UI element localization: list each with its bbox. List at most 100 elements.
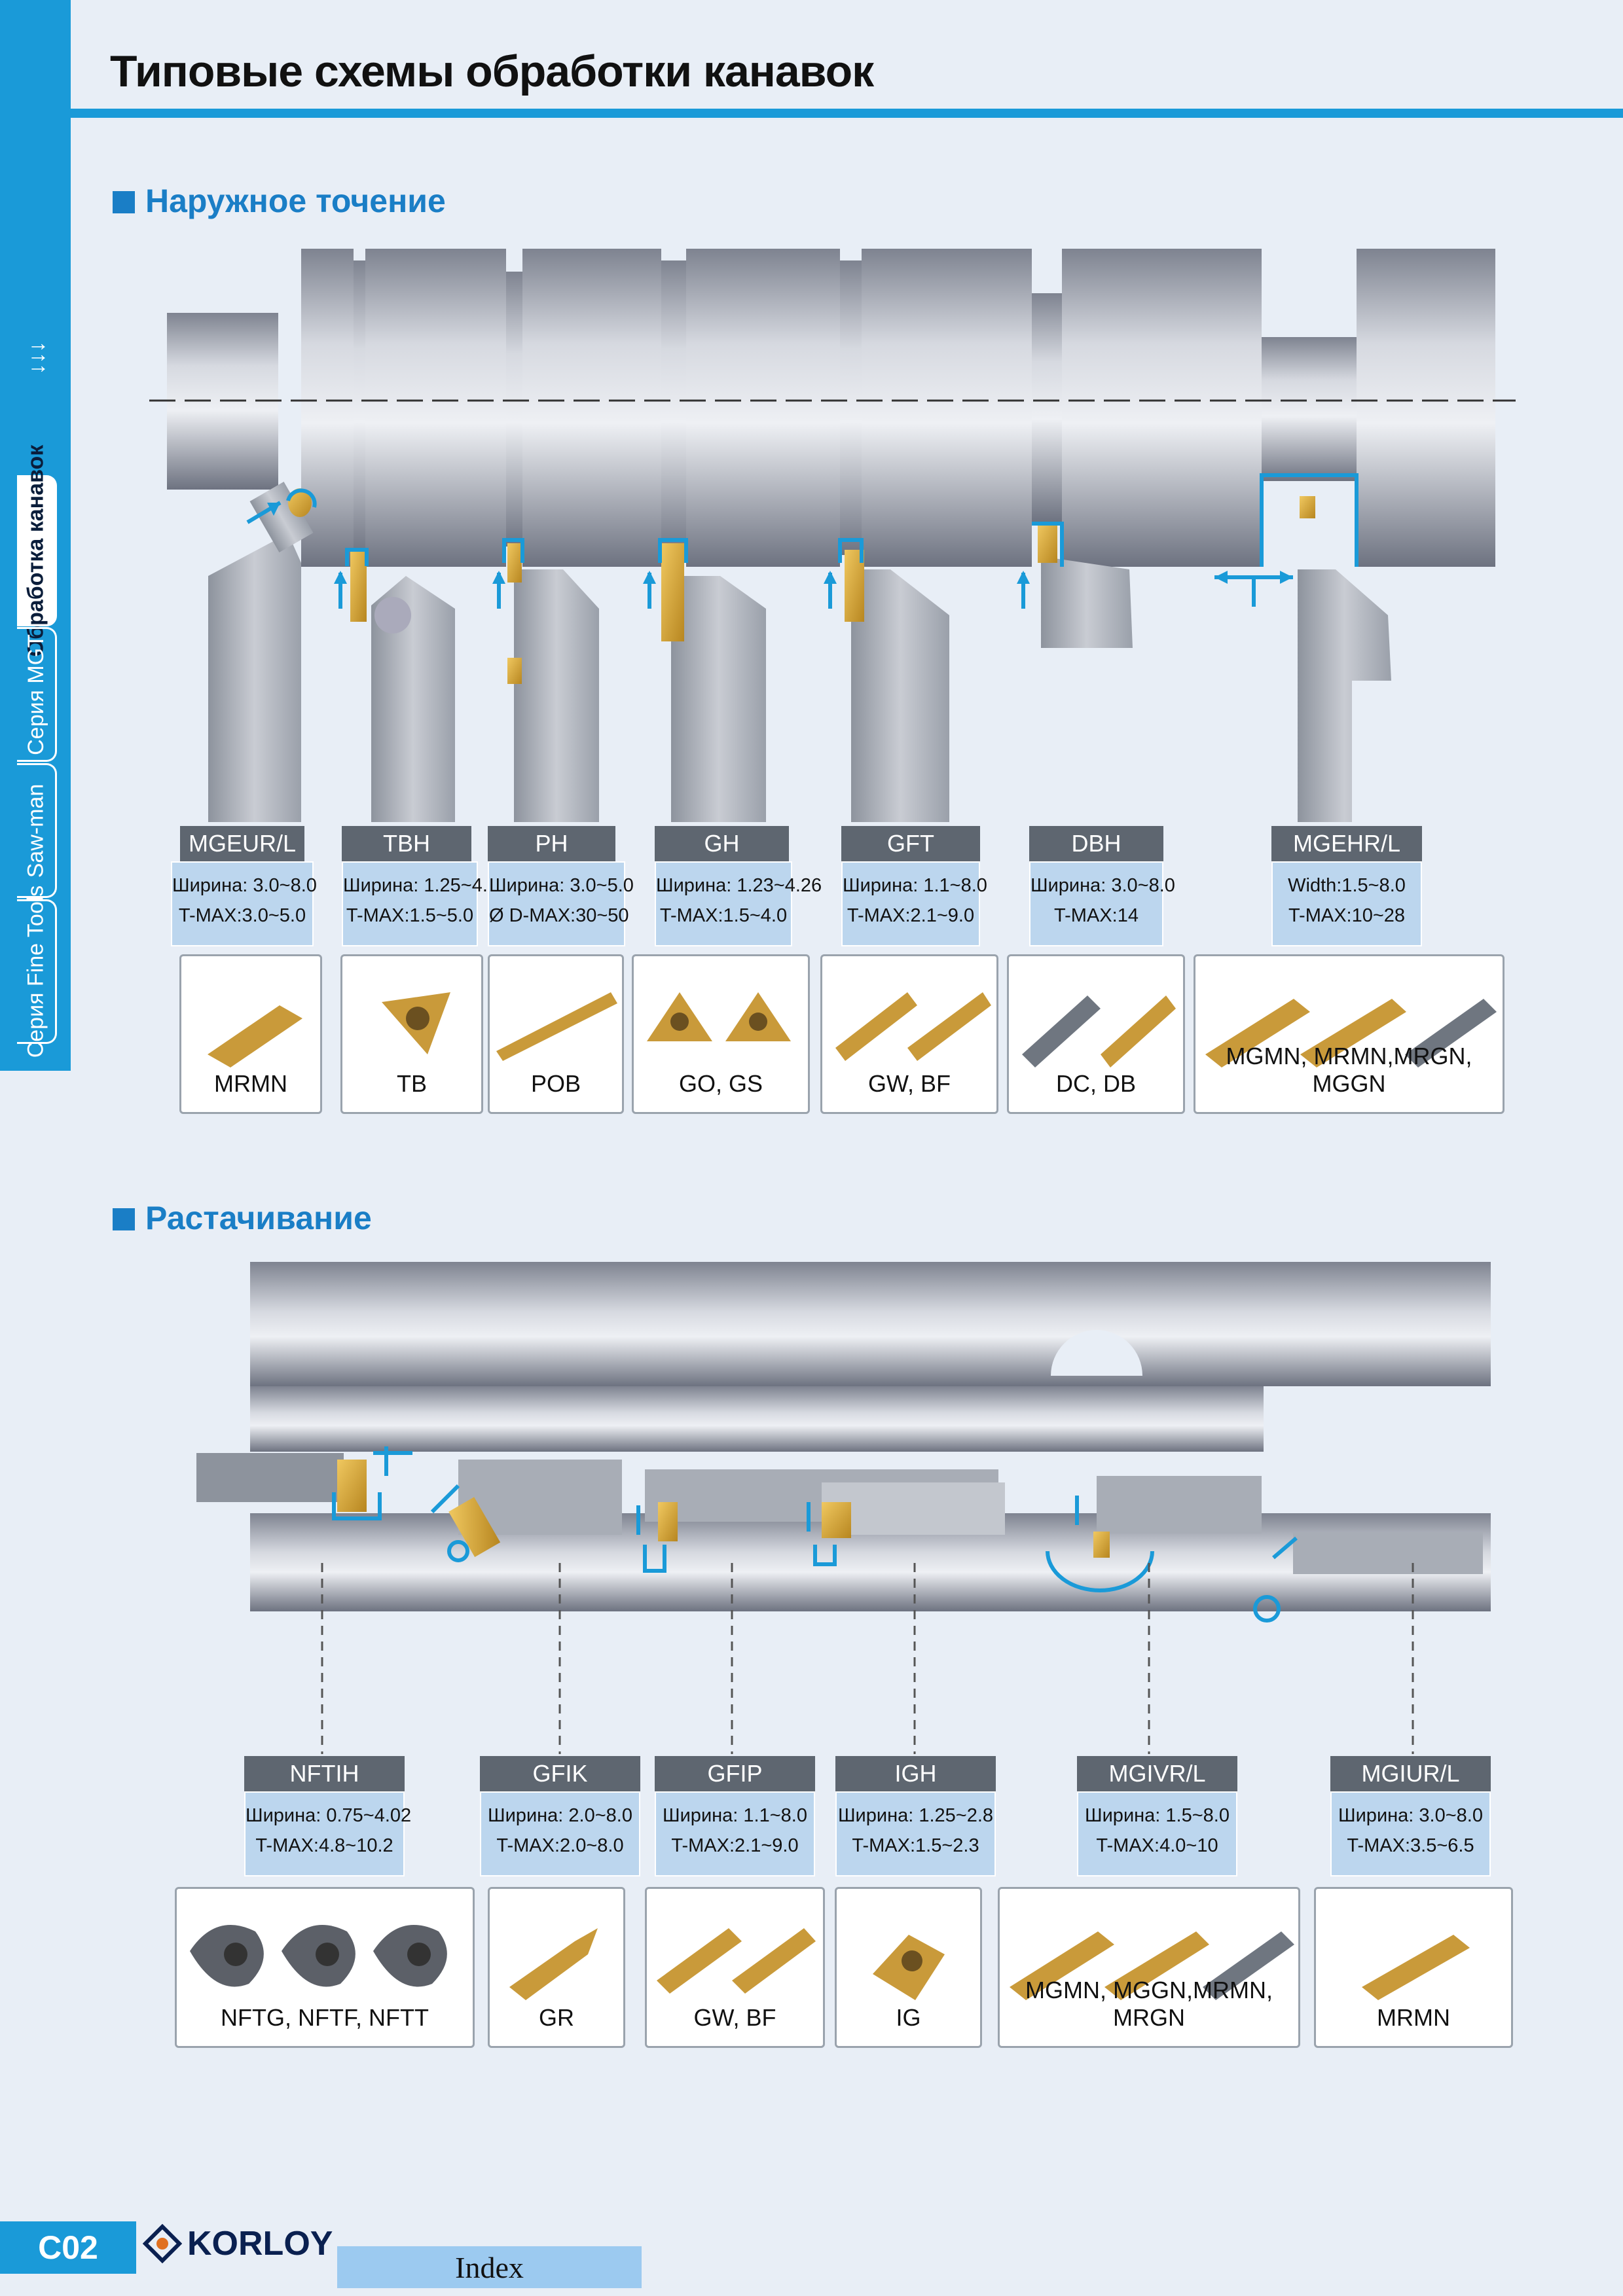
holder-name-mgehr: MGEHR/L [1271,826,1422,861]
insert-caption: NFTG, NFTF, NFTT [221,2004,429,2031]
shaft-segment [365,249,506,567]
page-header: Типовые схемы обработки канавок [71,46,1623,118]
tab-mgt-series[interactable]: Серия MGT [17,627,57,762]
holder-name-mgivr: MGIVR/L [1077,1756,1237,1791]
groove-outline [345,548,369,566]
boring-bar-igh [822,1482,1005,1535]
boring-bar-mgiur [1293,1532,1483,1574]
insert-gw-bf-icon [657,1928,816,1994]
section-heading-external: Наружное точение [113,182,446,220]
shaft-segment [354,260,367,555]
shaft-segment [1062,249,1262,567]
insert-mgmn-icon [1010,1931,1294,2000]
holder-name-igh: IGH [835,1756,996,1791]
insert-caption: IG [896,2004,921,2031]
insert-card-mrmn: MRMN [179,954,322,1114]
insert-caption: GO, GS [678,1070,763,1097]
tool-gh [661,543,766,822]
holder-name-dbh: DBH [1029,826,1163,861]
insert-card-mrmn-boring: MRMN [1314,1887,1513,2048]
holder-name-ph: PH [488,826,615,861]
tool-gft [845,550,949,822]
insert-ig-icon [873,1935,945,2000]
groove-outline [1260,473,1359,567]
index-link[interactable]: Index [337,2246,642,2288]
holder-name-tbh: TBH [342,826,471,861]
insert-card-gr: GR [488,1887,625,2048]
shaft-segment [522,249,661,567]
tool-mgeur [208,482,314,822]
bore-wall-upper [250,1386,1264,1452]
shaft-segment [506,272,522,547]
boring-diagram [196,1262,1491,1754]
korloy-logo-icon [143,2224,182,2263]
tab-fine-tools[interactable]: Серия Fine Tools [17,886,57,1058]
insert-card-nftg: NFTG, NFTF, NFTT [175,1887,475,2048]
header-underline [71,109,1623,118]
shaft-segment [1032,293,1062,522]
insert-card-gw-bf-boring: GW, BF [645,1887,825,2048]
insert-caption: MRMN [1377,2004,1450,2031]
boring-bar-mgivr [1097,1476,1262,1534]
shaft-segment [1357,249,1495,567]
insert-card-go-gs: GO, GS [632,954,810,1114]
holder-name-gfik: GFIK [480,1756,640,1791]
tool-tbh [350,550,455,822]
tab-saw-man[interactable]: Saw-man [17,763,57,898]
insert-mrmn-icon [208,1005,302,1067]
holder-name-gh: GH [655,826,789,861]
shaft-segment [686,249,840,567]
insert-card-mgmn: MGMN, MRMN,MRGN, MGGN [1194,954,1504,1114]
insert-card-gw-bf: GW, BF [820,954,998,1114]
bore-wall-upper [250,1262,1491,1386]
shaft-segment [862,249,1032,567]
insert-card-mgmn-boring: MGMN, MGGN,MRMN, MRGN [998,1887,1300,2048]
insert-nftg-icon [190,1925,447,1987]
holder-name-nftih: NFTIH [244,1756,405,1791]
tab-grooving[interactable]: Обработка канавок [17,445,57,656]
insert-mrmn-icon [1362,1935,1470,2000]
tool-ph [507,543,599,822]
boring-bar-nftih [196,1453,344,1502]
section-heading-boring: Растачивание [113,1199,372,1237]
insert-caption: TB [396,1070,427,1097]
insert-card-tb: TB [340,954,483,1114]
groove-outline [502,538,524,563]
groove-outline [658,538,688,563]
insert-caption: MRMN [214,1070,287,1097]
insert-card-ig: IG [835,1887,982,2048]
holder-name-mgiur: MGIUR/L [1330,1756,1491,1791]
shaft-segment [301,249,354,567]
insert-go-gs-icon [647,992,791,1041]
insert-gr-icon [509,1928,598,2000]
insert-tb-icon [382,992,450,1054]
insert-caption: GW, BF [868,1070,951,1097]
shaft-segment [1262,337,1357,481]
insert-mgmn-icon [1205,999,1497,1067]
groove-outline [286,488,317,508]
holder-name-gfip: GFIP [655,1756,815,1791]
insert-caption: GR [539,2004,574,2031]
insert-pob-icon [496,992,617,1061]
groove-outline [838,538,864,563]
insert-caption: MGMN, MRMN,MRGN, MGGN [1226,1043,1472,1097]
sidebar: ↓↓↓ Обработка канавок Серия MGT Saw-man … [0,0,71,1071]
insert-caption: MGMN, MGGN,MRMN, MRGN [1025,1977,1273,2031]
insert-gw-bf-icon [835,992,991,1061]
insert-caption: GW, BF [693,2004,776,2031]
holder-name-gft: GFT [841,826,980,861]
insert-caption: DC, DB [1055,1070,1136,1097]
insert-card-dc-db: DC, DB [1007,954,1185,1114]
shaft-segment [661,260,686,555]
page-title: Типовые схемы обработки канавок [110,46,874,96]
